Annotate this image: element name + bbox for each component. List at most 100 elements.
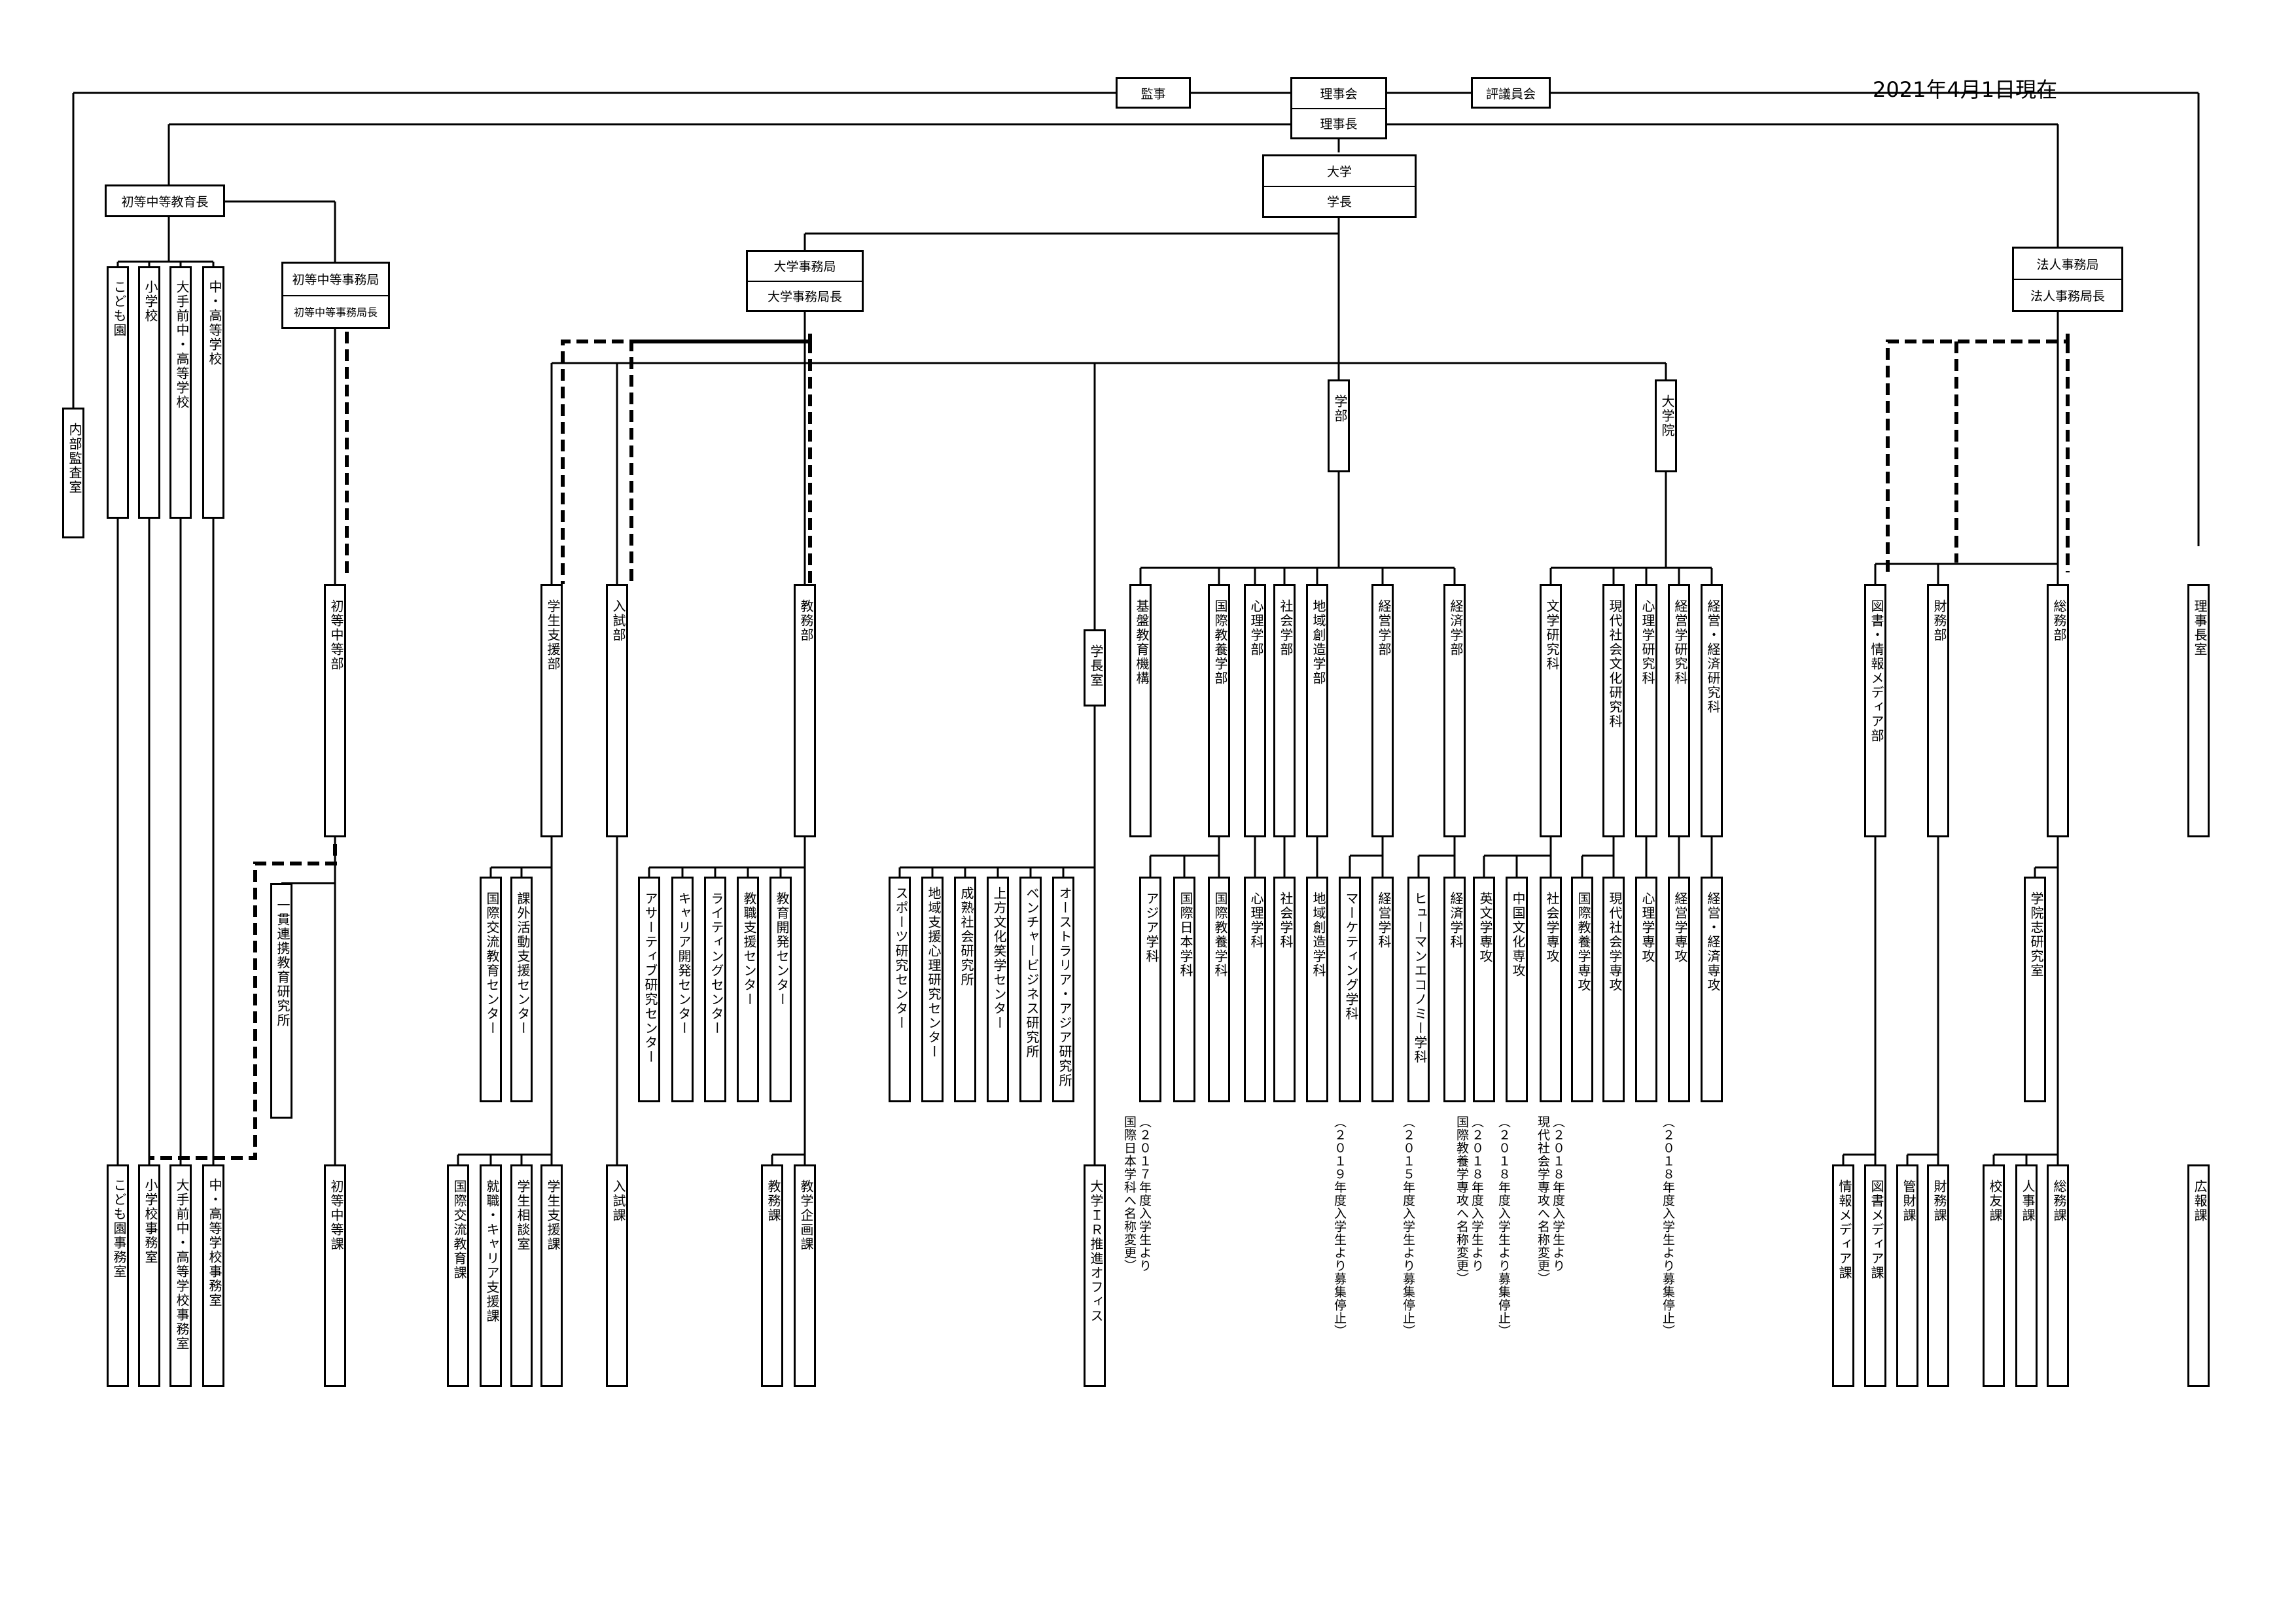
major-box-label: 心理学専攻: [1640, 892, 1655, 964]
faculty-box: 経営学部: [1371, 584, 1394, 837]
student-section-box: 学生相談室: [510, 1164, 533, 1387]
academic-center-box-label: アサーティブ研究センター: [643, 892, 658, 1064]
faculty-box: 地域創造学部: [1306, 584, 1328, 837]
corporate-section-box-label: 校友課: [1987, 1179, 2003, 1223]
primary-secondary-section-box: 初等中等課: [324, 1164, 346, 1387]
graduate-school-box: 大学院: [1655, 379, 1677, 472]
school-office-box: 中・高等学校事務室: [202, 1164, 224, 1387]
department-box-label: 社会学科: [1278, 892, 1294, 949]
graduate-program-box: 現代社会文化研究科: [1602, 584, 1625, 837]
as-of-date: 2021年4月1日現在: [1873, 77, 2058, 102]
admissions-dept-box: 入試部: [606, 584, 628, 837]
department-box: ヒューマンエコノミー学科: [1407, 877, 1430, 1102]
student-section-box: 就職・キャリア支援課: [480, 1164, 502, 1387]
graduate-program-box: 経営・経済研究科: [1701, 584, 1723, 837]
faculty-box-label: 心理学部: [1248, 599, 1264, 657]
university-office-box: 大学事務局大学事務局長: [746, 250, 864, 312]
major-box-label: 国際教養学専攻: [1576, 892, 1591, 992]
corporate-dept-box: 理事長室: [2187, 584, 2210, 837]
major-box-label: 経営・経済専攻: [1705, 892, 1721, 992]
academic-center-box: ライティングセンター: [704, 877, 726, 1102]
school-office-box-label: 小学校事務室: [143, 1178, 158, 1265]
graduate-program-box-label: 心理学研究科: [1640, 599, 1655, 686]
graduate-program-box-label: 現代社会文化研究科: [1607, 599, 1623, 729]
student-support-dept-box-label: 学生支援部: [545, 599, 561, 671]
research-center-box-label: 地域支援心理研究センター: [926, 886, 942, 1059]
university-label: 大学: [1326, 164, 1352, 179]
university-box: 大学学長: [1262, 154, 1417, 218]
faculty-box: 社会学部: [1273, 584, 1296, 837]
faculty-box-label: 経済学部: [1448, 599, 1464, 657]
major-box-label: 中国文化専攻: [1510, 892, 1526, 978]
department-box-label: 経済学科: [1448, 892, 1464, 949]
student-center-box-label: 課外活動支援センター: [515, 892, 531, 1036]
major-box-label: 社会学専攻: [1544, 892, 1560, 964]
academic-section-box: 教務課: [761, 1164, 783, 1387]
faculty-box: 基盤教育機構: [1129, 584, 1152, 837]
school-office-box-label: 中・高等学校事務室: [207, 1178, 222, 1308]
admissions-dept-box-label: 入試部: [610, 599, 626, 642]
academic-center-box: 教職支援センター: [737, 877, 759, 1102]
admissions-section-box-label: 入試課: [610, 1179, 626, 1223]
chairman-label: 理事長: [1292, 107, 1385, 138]
corporate-section-box-label: 広報課: [2192, 1179, 2208, 1223]
corporate-dept-box-label: 財務部: [1932, 599, 1947, 642]
auditor-label: 監事: [1140, 86, 1166, 101]
department-box-label: アジア学科: [1144, 892, 1159, 964]
department-box: 地域創造学科: [1306, 877, 1328, 1102]
research-center-box-label: 上方文化笑学センター: [991, 886, 1007, 1030]
student-center-box-label: 国際交流教育センター: [484, 892, 500, 1036]
academic-center-box-label: ライティングセンター: [709, 892, 724, 1036]
major-box-label: 英文学専攻: [1477, 892, 1493, 964]
faculty-box-label: 国際教養学部: [1212, 599, 1228, 686]
corporate-section-box: 人事課: [2015, 1164, 2038, 1387]
integrated-research-institute-box-label: 一貫連携教育研究所: [275, 898, 291, 1028]
student-center-box: 国際交流教育センター: [480, 877, 502, 1102]
school-office-box: 大手前中・高等学校事務室: [169, 1164, 192, 1387]
corporate-section-box-label: 総務課: [2051, 1179, 2067, 1223]
major-note: （２０１８年度入学生より 現代社会学専攻へ名称変更）: [1536, 1115, 1565, 1285]
major-box: 経営・経済専攻: [1701, 877, 1723, 1102]
corporate-dept-box: 図書・情報メディア部: [1864, 584, 1886, 837]
major-box: 経営学専攻: [1668, 877, 1690, 1102]
department-box: 経済学科: [1443, 877, 1466, 1102]
academic-center-box: キャリア開発センター: [671, 877, 694, 1102]
graduate-program-box-label: 経営学研究科: [1672, 599, 1688, 686]
major-note: （２０１８年度入学生より 国際教養学専攻へ名称変更）: [1455, 1115, 1484, 1285]
primary-secondary-head-label: 初等中等教育長: [121, 194, 209, 209]
research-center-box-label: スポーツ研究センター: [893, 886, 909, 1030]
corporate-section-box-label: 管財課: [1901, 1179, 1916, 1223]
school-box: 小学校: [138, 266, 160, 519]
corporate-dept-box-label: 理事長室: [2192, 599, 2208, 657]
corporate-section-box: 総務課: [2047, 1164, 2069, 1387]
faculty-box: 経済学部: [1443, 584, 1466, 837]
faculty-box-label: 基盤教育機構: [1134, 599, 1150, 686]
school-box: 大手前中・高等学校: [169, 266, 192, 519]
research-center-box: 地域支援心理研究センター: [921, 877, 944, 1102]
department-box: アジア学科: [1139, 877, 1161, 1102]
academic-section-box-label: 教学企画課: [798, 1179, 814, 1251]
school-box: 中・高等学校: [202, 266, 224, 519]
academic-center-box: 教育開発センター: [769, 877, 792, 1102]
research-center-box-label: 成熟社会研究所: [959, 886, 974, 987]
primary-secondary-dept-box-label: 初等中等部: [328, 599, 344, 671]
department-box-label: 経営学科: [1376, 892, 1392, 949]
graduate-school-box-label: 大学院: [1659, 394, 1675, 438]
department-box: 心理学科: [1244, 877, 1266, 1102]
corporate-office-box-head-label: 法人事務局長: [2014, 279, 2121, 310]
school-box-label: 小学校: [143, 280, 158, 323]
graduate-program-box-label: 文学研究科: [1544, 599, 1560, 671]
research-center-box-label: ベンチャービジネス研究所: [1024, 886, 1040, 1059]
primary-secondary-dept-box: 初等中等部: [324, 584, 346, 837]
student-support-dept-box: 学生支援部: [540, 584, 563, 837]
research-center-box: ベンチャービジネス研究所: [1019, 877, 1042, 1102]
student-section-box-label: 学生相談室: [515, 1179, 531, 1251]
department-box: 社会学科: [1273, 877, 1296, 1102]
student-section-box-label: 学生支援課: [545, 1179, 561, 1251]
department-box: マーケティング学科: [1339, 877, 1361, 1102]
corporate-section-box: 情報メディア課: [1832, 1164, 1854, 1387]
student-section-box-label: 国際交流教育課: [451, 1179, 467, 1280]
major-box: 社会学専攻: [1540, 877, 1562, 1102]
